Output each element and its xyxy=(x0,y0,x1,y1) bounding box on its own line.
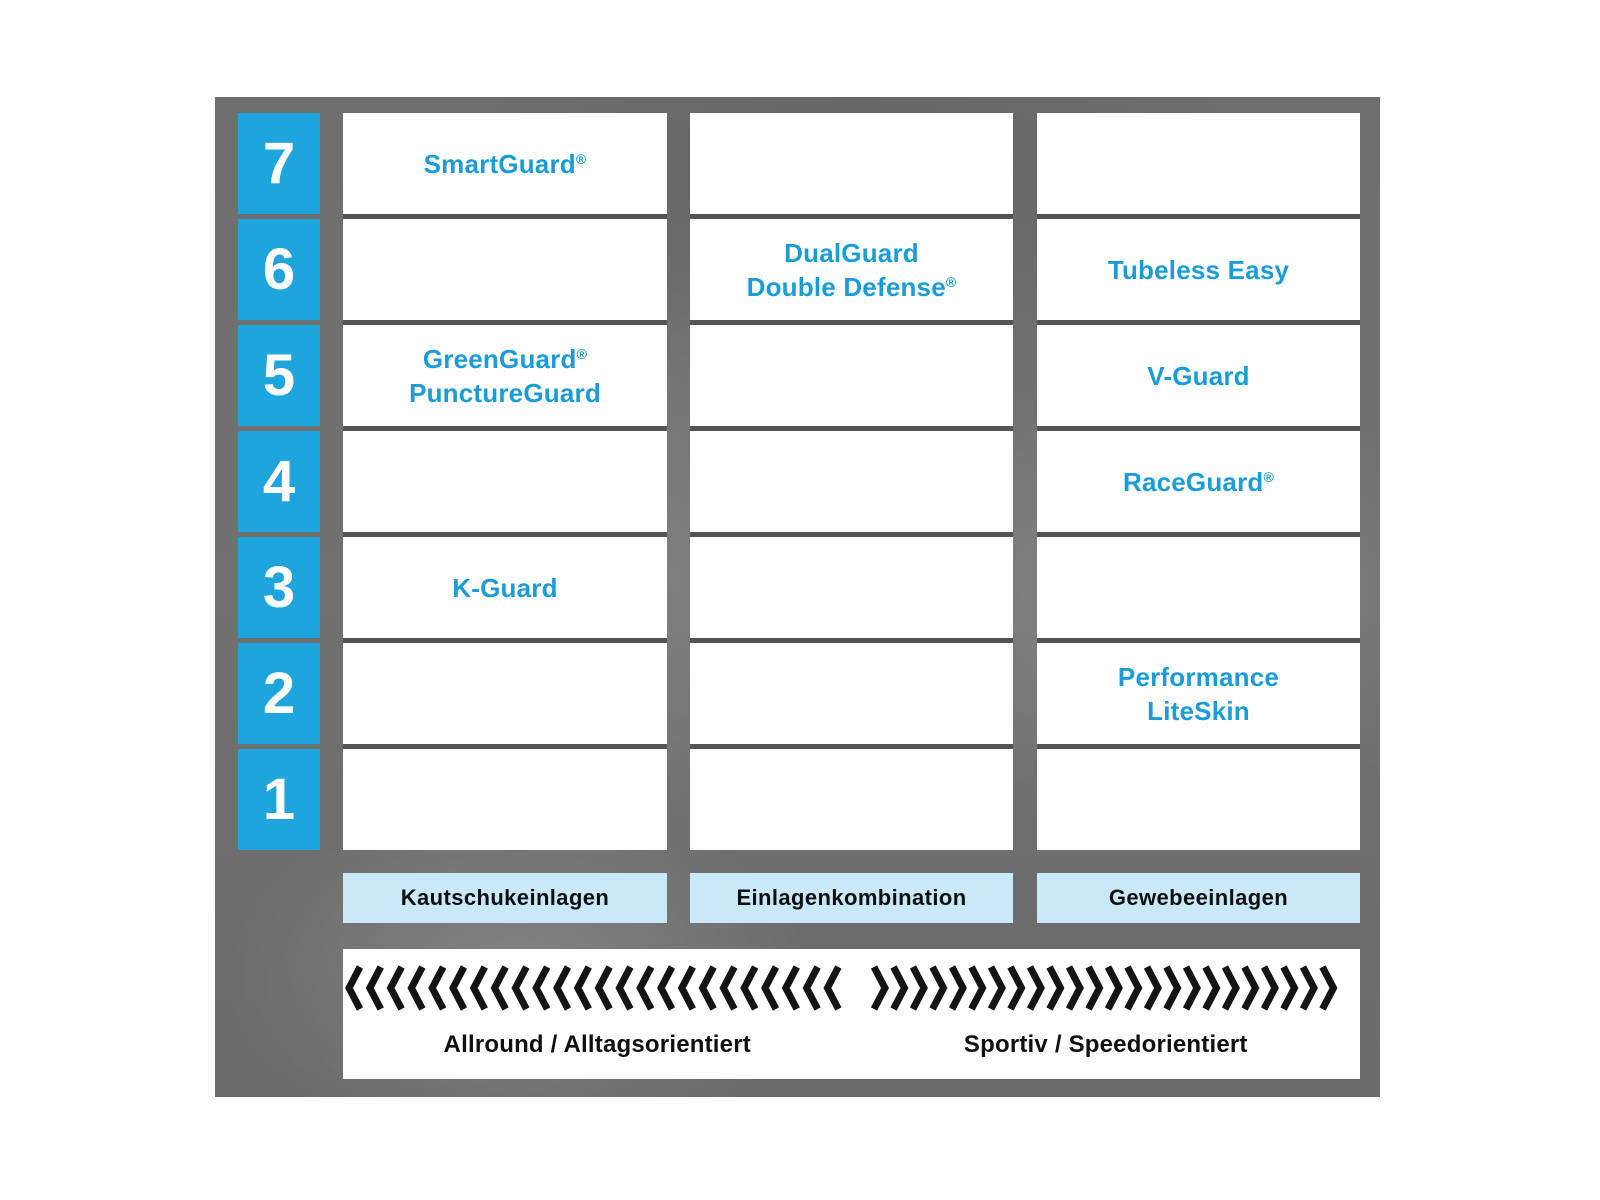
sportiv-direction-group: Sportiv / Speedorientiert xyxy=(852,949,1361,1079)
cell-empty-level-4 xyxy=(690,431,1013,537)
cell-empty-level-1 xyxy=(343,749,667,850)
product-label: Tubeless Easy xyxy=(1107,254,1290,285)
level-badge-1: 1 xyxy=(238,749,320,850)
cell-tubeless-easy: Tubeless Easy xyxy=(1037,219,1360,325)
level-badge-3: 3 xyxy=(238,537,320,638)
cell-greenguard-punctureguard: GreenGuard®PunctureGuard xyxy=(343,325,667,431)
cell-empty-level-1 xyxy=(1037,749,1360,850)
cell-empty-level-6 xyxy=(343,219,667,325)
chevrons-right-icon xyxy=(870,965,1338,1011)
cell-empty-level-1 xyxy=(690,749,1013,850)
product-label: SmartGuard® xyxy=(423,148,587,179)
axis-caption-allround: Allround / Alltagsorientiert xyxy=(443,1031,751,1058)
cell-raceguard: RaceGuard® xyxy=(1037,431,1360,537)
cell-empty-level-2 xyxy=(690,643,1013,749)
chevrons-left-icon xyxy=(345,965,842,1011)
product-label: GreenGuard®PunctureGuard xyxy=(409,343,601,408)
cell-k-guard: K-Guard xyxy=(343,537,667,643)
allround-direction-group: Allround / Alltagsorientiert xyxy=(343,949,852,1079)
level-badge-5: 5 xyxy=(238,325,320,426)
orientation-legend: Allround / Alltagsorientiert Sportiv / S… xyxy=(343,949,1360,1079)
level-badge-2: 2 xyxy=(238,643,320,744)
level-badge-4: 4 xyxy=(238,431,320,532)
level-badge-6: 6 xyxy=(238,219,320,320)
column-label-kautschukeinlagen: Kautschukeinlagen xyxy=(343,873,667,923)
product-label: V-Guard xyxy=(1147,360,1250,391)
cell-empty-level-3 xyxy=(690,537,1013,643)
cell-v-guard: V-Guard xyxy=(1037,325,1360,431)
product-label: K-Guard xyxy=(452,572,558,603)
cell-empty-level-7 xyxy=(690,113,1013,219)
column-label-einlagenkombination: Einlagenkombination xyxy=(690,873,1013,923)
cell-empty-level-4 xyxy=(343,431,667,537)
axis-caption-sportiv: Sportiv / Speedorientiert xyxy=(963,1031,1248,1058)
cell-empty-level-5 xyxy=(690,325,1013,431)
cell-empty-level-3 xyxy=(1037,537,1360,643)
column-label-gewebeeinlagen: Gewebeeinlagen xyxy=(1037,873,1360,923)
cell-smartguard: SmartGuard® xyxy=(343,113,667,219)
cell-empty-level-2 xyxy=(343,643,667,749)
product-label: RaceGuard® xyxy=(1122,466,1275,497)
level-badge-7: 7 xyxy=(238,113,320,214)
cell-empty-level-7 xyxy=(1037,113,1360,219)
